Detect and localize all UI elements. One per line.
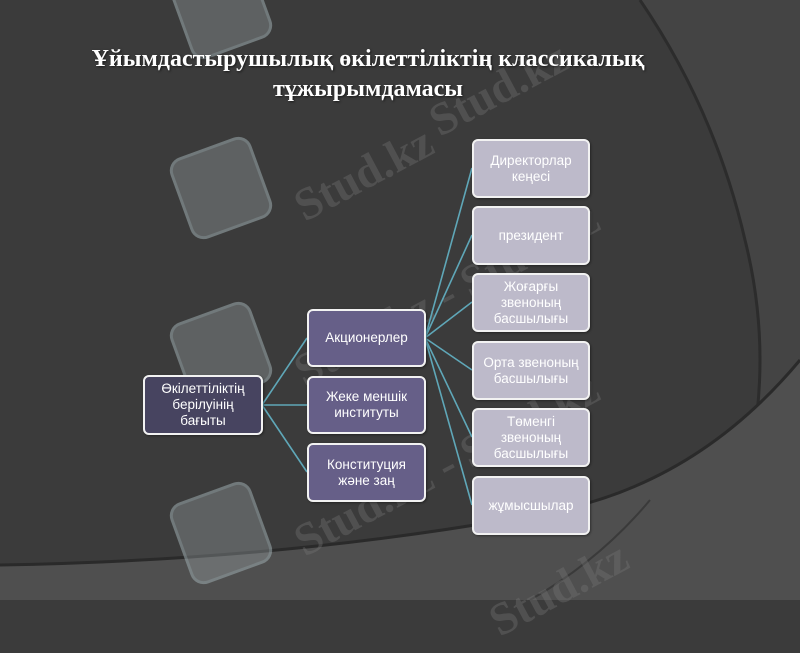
node-lower-management[interactable]: Төменгі звеноның басшылығы xyxy=(472,408,590,467)
node-top-management[interactable]: Жоғарғы звеноның басшылығы xyxy=(472,273,590,332)
node-board-of-directors[interactable]: Директорлар кеңесі xyxy=(472,139,590,198)
node-label: Акционерлер xyxy=(325,330,408,345)
node-shareholders[interactable]: Акционерлер xyxy=(307,309,426,367)
title-line-1: Ұйымдастырушылық өкілеттіліктің классика… xyxy=(91,46,645,72)
node-workers[interactable]: жұмысшылар xyxy=(472,476,590,535)
node-constitution-and-law[interactable]: Конституция және заң xyxy=(307,443,426,502)
watermark-text: Stud.kz xyxy=(480,530,637,646)
title-line-2: тұжырымдамасы xyxy=(272,76,464,102)
node-middle-management[interactable]: Орта звеноның басшылығы xyxy=(472,341,590,400)
node-label: Төменгі звеноның басшылығы xyxy=(493,413,569,461)
node-label: Өкілеттіліктің берілуінің бағыты xyxy=(161,381,245,428)
node-president[interactable]: президент xyxy=(472,206,590,265)
node-label: Директорлар кеңесі xyxy=(490,152,572,184)
diagram-connectors xyxy=(261,167,473,506)
node-label: жұмысшылар xyxy=(488,497,574,513)
node-private-property-institute[interactable]: Жеке меншік институты xyxy=(307,376,426,434)
node-label: Конституция және заң xyxy=(327,456,406,488)
node-label: Жоғарғы звеноның басшылығы xyxy=(493,278,569,326)
slide-title: Ұйымдастырушылық өкілеттіліктің классика… xyxy=(0,44,736,104)
node-label: Жеке меншік институты xyxy=(325,389,408,420)
node-label: Орта звеноның басшылығы xyxy=(483,354,579,386)
node-root[interactable]: Өкілеттіліктің берілуінің бағыты xyxy=(143,375,263,435)
node-label: президент xyxy=(498,227,564,243)
